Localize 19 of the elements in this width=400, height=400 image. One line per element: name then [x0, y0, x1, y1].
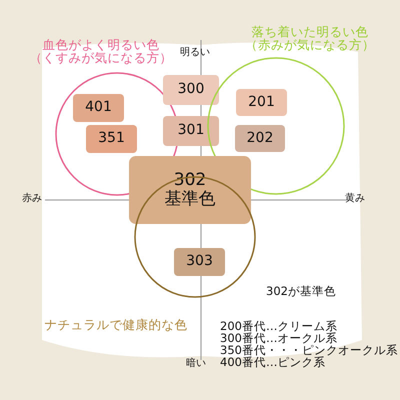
legend-text: 300番代…オークル系	[220, 332, 338, 344]
group-heading: 血色がよく明るい色（くすみが気になる方）	[28, 38, 174, 64]
note-text: 302が基準色	[266, 285, 336, 298]
shade-box: 301	[163, 116, 219, 146]
shade-box: 202	[235, 125, 285, 152]
axis-label: 黄み	[345, 194, 365, 204]
axis-label: 暗い	[186, 359, 206, 370]
shade-box: 201	[236, 89, 287, 116]
shade-box: 351	[86, 125, 137, 153]
legend-text: 400番代…ピンク系	[220, 356, 326, 368]
legend-text: 350番代・・・ピンクオークル系	[220, 344, 398, 356]
shade-box: 303	[174, 248, 225, 276]
axis-label: 赤み	[22, 194, 42, 204]
group-heading: ナチュラルで健康的な色	[44, 318, 188, 332]
legend-text: 200番代…クリーム系	[220, 320, 338, 332]
shade-box: 300	[163, 75, 219, 105]
group-heading: 落ち着いた明るい色（赤みが気になる方）	[244, 25, 376, 52]
shade-box: 401	[73, 94, 124, 122]
axis-label: 明るい	[180, 48, 210, 58]
